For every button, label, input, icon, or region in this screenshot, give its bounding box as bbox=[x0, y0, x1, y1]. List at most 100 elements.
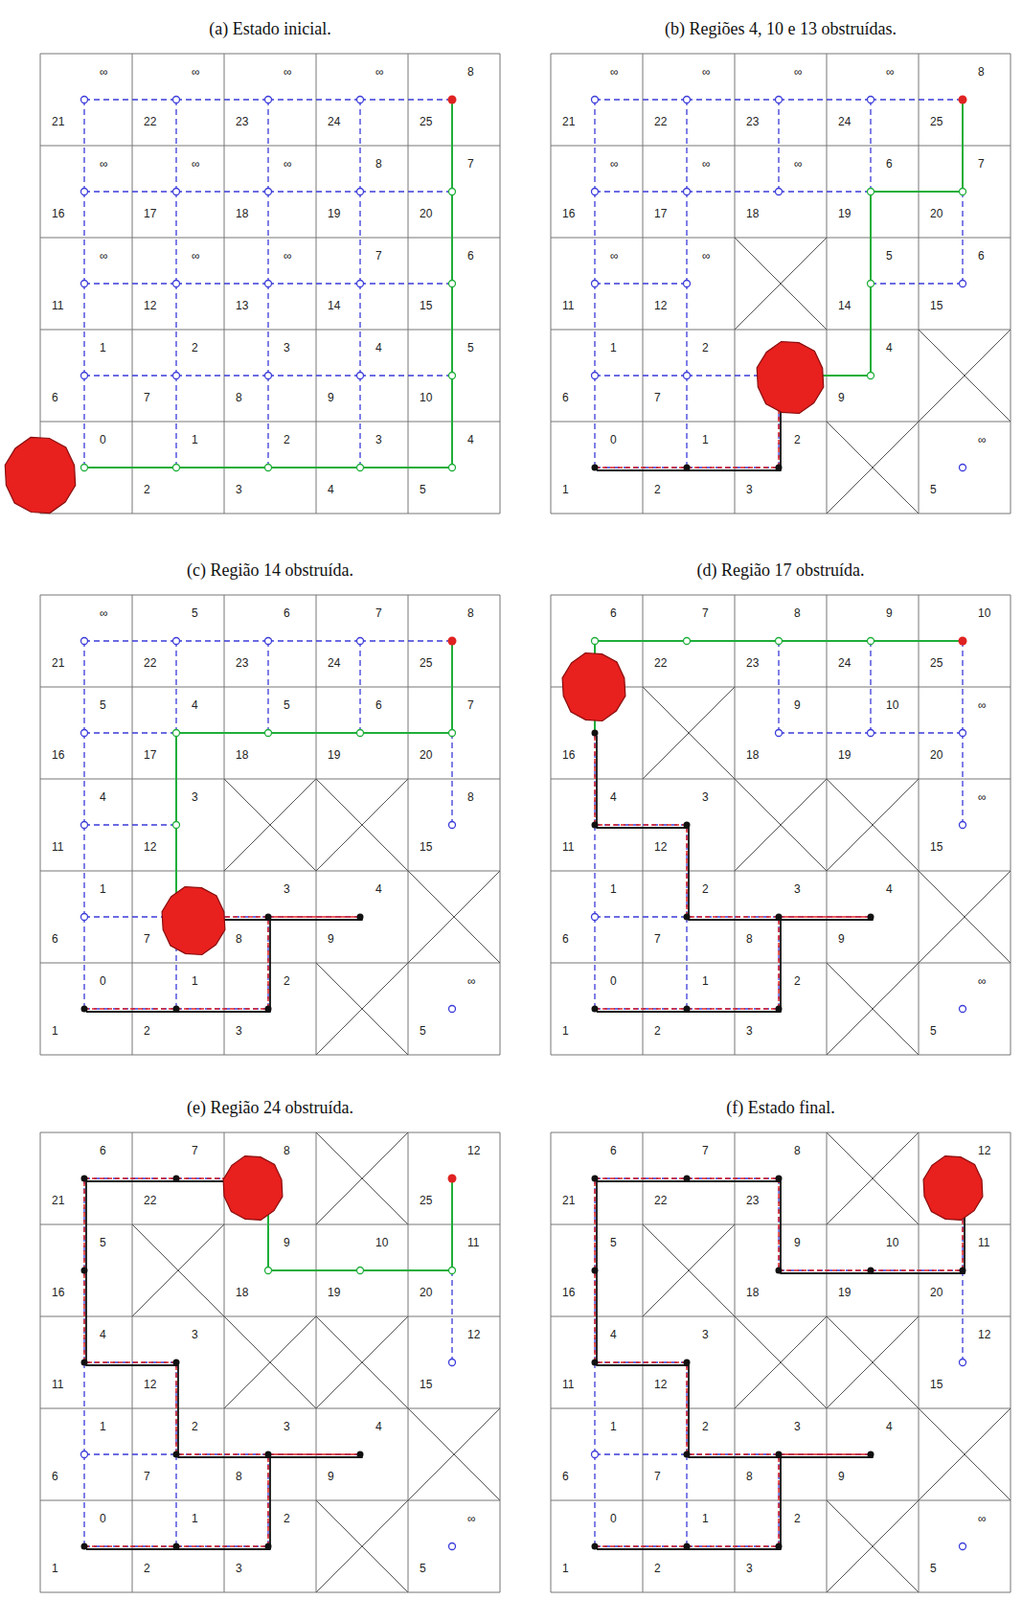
grid-region: ∞5 bbox=[918, 962, 1011, 1055]
grid-region: 49 bbox=[826, 329, 919, 422]
cost-value: 2 bbox=[283, 432, 291, 447]
cost-value: ∞ bbox=[977, 974, 987, 988]
cost-value: 4 bbox=[885, 882, 893, 896]
cost-value: 1 bbox=[99, 340, 107, 355]
cost-value: 2 bbox=[702, 882, 709, 896]
grid-region: 714 bbox=[316, 237, 409, 330]
region-number: 3 bbox=[235, 1561, 243, 1575]
cost-value: 8 bbox=[794, 1143, 801, 1158]
cost-value: 0 bbox=[610, 974, 617, 988]
cost-value: 10 bbox=[885, 698, 899, 712]
region-number: 6 bbox=[562, 1469, 569, 1483]
cost-value: 9 bbox=[885, 606, 893, 620]
region-number: 24 bbox=[838, 656, 851, 670]
region-number: 2 bbox=[143, 1561, 151, 1575]
grid-region: 23 bbox=[224, 1499, 317, 1592]
cost-value: ∞ bbox=[467, 974, 477, 988]
map-drawing bbox=[40, 1132, 500, 1592]
region-number: 21 bbox=[562, 1193, 575, 1207]
cost-value: 12 bbox=[467, 1327, 480, 1341]
grid-region: 312 bbox=[642, 1316, 735, 1409]
region-number: 16 bbox=[562, 206, 575, 221]
region-number: 8 bbox=[235, 1469, 243, 1483]
grid-region: ∞5 bbox=[408, 962, 500, 1055]
region-number: 6 bbox=[562, 390, 569, 405]
region-number: 5 bbox=[419, 1023, 427, 1038]
region-number: 23 bbox=[746, 656, 759, 670]
map-drawing bbox=[40, 594, 500, 1055]
region-number: 8 bbox=[746, 931, 753, 946]
cost-value: 2 bbox=[702, 1419, 709, 1433]
grid-region: 49 bbox=[316, 1408, 409, 1500]
robot bbox=[223, 1156, 283, 1221]
cost-value: 4 bbox=[99, 1327, 107, 1341]
region-number: 25 bbox=[930, 114, 943, 129]
region-number: 13 bbox=[235, 298, 249, 313]
region-number: 20 bbox=[419, 1285, 432, 1299]
cost-value: 4 bbox=[610, 790, 617, 804]
grid-region: ∞16 bbox=[40, 145, 133, 238]
cost-value: 4 bbox=[375, 1419, 383, 1433]
region-number: 23 bbox=[746, 114, 759, 129]
map-panel: (f) Estado final.62172282312516918101911… bbox=[550, 1132, 1011, 1592]
grid-region: 12 bbox=[642, 962, 735, 1055]
region-number: 23 bbox=[235, 114, 249, 129]
grid-region: 45 bbox=[408, 421, 500, 514]
region-number: 9 bbox=[327, 1469, 335, 1483]
cost-value: 3 bbox=[794, 882, 801, 896]
region-number: 20 bbox=[930, 206, 943, 221]
grid-region: 918 bbox=[734, 1224, 827, 1317]
grid-region: ∞12 bbox=[132, 237, 225, 330]
grid-region: ∞5 bbox=[918, 421, 1011, 514]
map-panel: (a) Estado inicial.∞21∞22∞23∞24825∞16∞17… bbox=[40, 53, 500, 514]
cost-value: 8 bbox=[794, 606, 801, 620]
cost-value: 0 bbox=[99, 1511, 107, 1525]
cost-value: 3 bbox=[191, 1327, 199, 1341]
grid-region: ∞18 bbox=[734, 145, 827, 238]
cost-value: 1 bbox=[191, 974, 199, 988]
grid-region: 417 bbox=[132, 686, 225, 779]
region-number: 23 bbox=[746, 1193, 759, 1207]
grid-region: 1215 bbox=[408, 1316, 500, 1409]
grid-region: 722 bbox=[642, 594, 735, 687]
grid-region: 621 bbox=[40, 1132, 133, 1225]
cost-value: 2 bbox=[191, 1419, 199, 1433]
grid-region: 619 bbox=[826, 145, 919, 238]
cost-value: 1 bbox=[610, 1419, 617, 1433]
grid-region: 411 bbox=[40, 778, 133, 871]
grid-region: ∞21 bbox=[40, 53, 133, 146]
grid-region: 722 bbox=[132, 1132, 225, 1225]
cost-value: ∞ bbox=[99, 606, 109, 620]
region-number: 21 bbox=[562, 114, 575, 129]
grid-region: 27 bbox=[642, 329, 735, 422]
cost-value: ∞ bbox=[977, 1511, 987, 1525]
region-number: 22 bbox=[143, 114, 157, 129]
grid-region: 1225 bbox=[408, 1132, 500, 1225]
region-number: 5 bbox=[419, 482, 427, 497]
grid-region: 516 bbox=[550, 1224, 643, 1317]
cost-value: 2 bbox=[191, 340, 199, 355]
region-number: 8 bbox=[746, 1469, 753, 1483]
grid-region: 6 bbox=[550, 594, 643, 687]
cost-value: ∞ bbox=[977, 432, 987, 447]
grid-region: ∞21 bbox=[550, 53, 643, 146]
cost-value: ∞ bbox=[191, 249, 201, 263]
cost-value: 1 bbox=[191, 432, 199, 447]
cost-value: 5 bbox=[99, 1235, 107, 1250]
region-number: 8 bbox=[235, 931, 243, 946]
region-number: 3 bbox=[235, 482, 243, 497]
region-number: 15 bbox=[930, 840, 943, 854]
region-number: 9 bbox=[838, 931, 845, 946]
cost-value: ∞ bbox=[885, 65, 895, 79]
region-number: 19 bbox=[838, 1285, 851, 1299]
cost-value: ∞ bbox=[702, 65, 711, 79]
cost-value: 9 bbox=[283, 1235, 291, 1250]
region-number: 2 bbox=[143, 1023, 151, 1038]
cost-value: ∞ bbox=[283, 157, 293, 171]
grid-region: ∞22 bbox=[642, 53, 735, 146]
map-drawing bbox=[550, 1132, 1011, 1592]
grid-region: 312 bbox=[132, 778, 225, 871]
region-number: 11 bbox=[51, 1377, 64, 1391]
grid-region: 12 bbox=[132, 962, 225, 1055]
